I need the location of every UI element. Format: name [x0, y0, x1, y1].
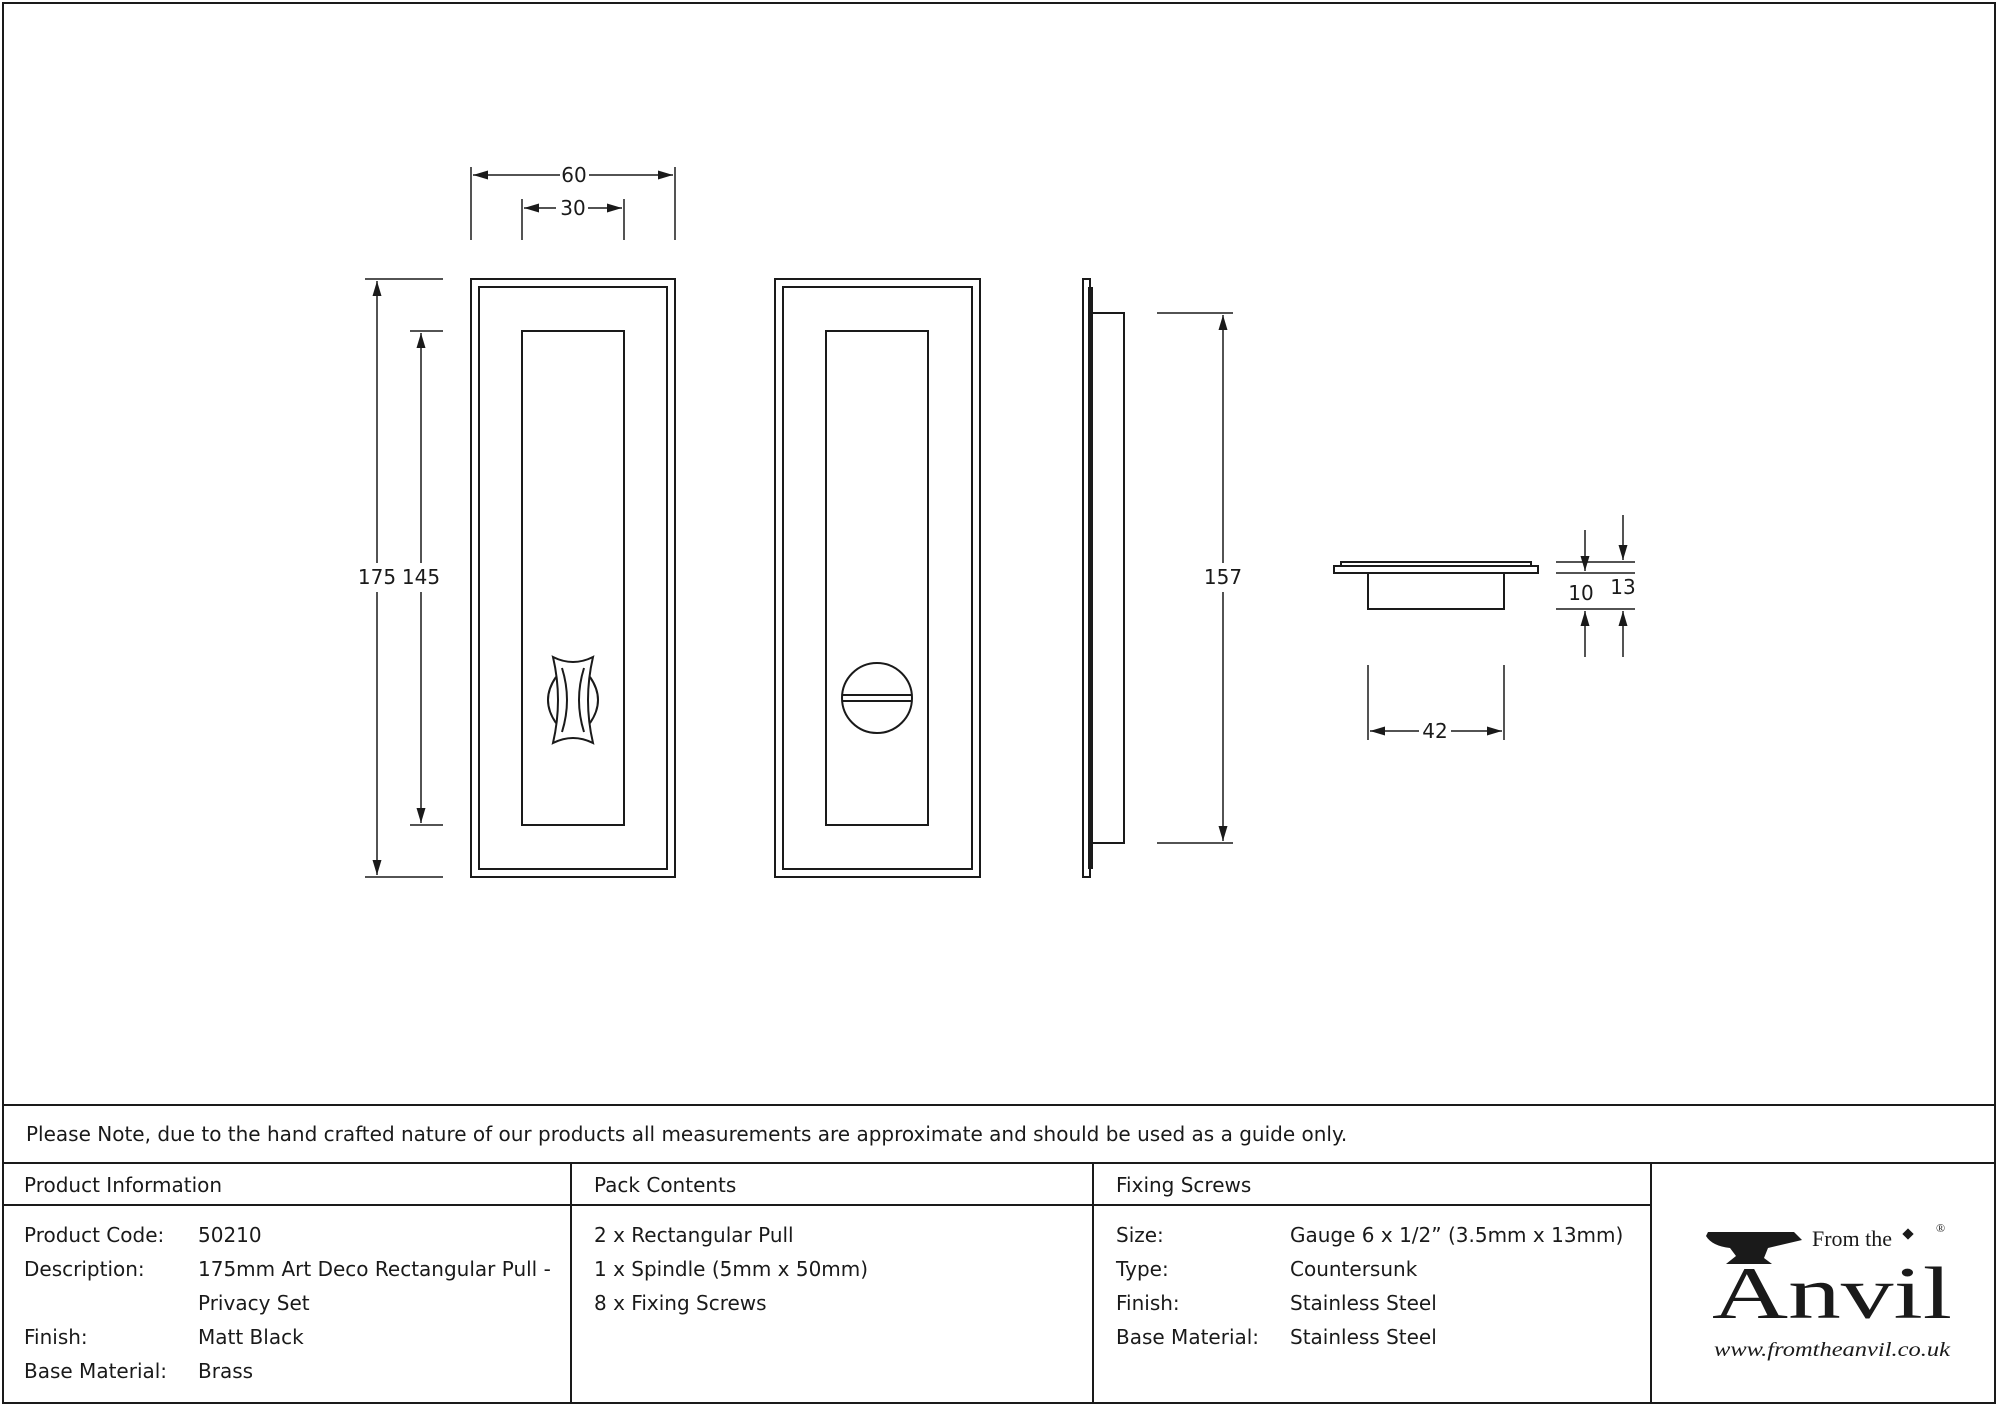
logo-brand: Anvil [1712, 1253, 1952, 1335]
dim-height-outer: 175 [358, 565, 396, 589]
info-label: Finish: [24, 1325, 88, 1349]
measurement-note: Please Note, due to the hand crafted nat… [2, 1104, 1996, 1164]
screw-label: Base Material: [1116, 1325, 1260, 1349]
screw-row: Base Material: Stainless Steel [1116, 1320, 1650, 1354]
anvil-icon [1706, 1232, 1802, 1264]
front-view-turn [470, 278, 676, 878]
screw-label: Finish: [1116, 1291, 1180, 1315]
anvil-logo: From the ® Anvil www.fromtheanvil.co.uk [1706, 1221, 1952, 1361]
screw-value: Stainless Steel [1290, 1325, 1437, 1349]
screw-value: Countersunk [1290, 1257, 1418, 1281]
screw-row: Size: Gauge 6 x 1/2” (3.5mm x 13mm) [1116, 1218, 1650, 1252]
info-label: Base Material: [24, 1359, 168, 1383]
dim-width-inner: 30 [560, 196, 585, 220]
logo-url: www.fromtheanvil.co.uk [1714, 1339, 1951, 1361]
side-view [1082, 278, 1125, 878]
pack-contents-column: Pack Contents 2 x Rectangular Pull 1 x S… [572, 1164, 1094, 1404]
pack-item: 1 x Spindle (5mm x 50mm) [594, 1257, 869, 1281]
dim-side-height: 157 [1204, 565, 1242, 589]
fixing-screws-heading: Fixing Screws [1094, 1164, 1650, 1206]
product-info-column: Product Information Product Code: 50210 D… [2, 1164, 572, 1404]
info-row: Base Material: Brass [24, 1354, 570, 1388]
info-label: Description: [24, 1257, 145, 1281]
info-row: Privacy Set [24, 1286, 570, 1320]
screw-value: Gauge 6 x 1/2” (3.5mm x 13mm) [1290, 1223, 1624, 1247]
screw-label: Type: [1116, 1257, 1169, 1281]
product-info-heading: Product Information [2, 1164, 570, 1206]
screw-label: Size: [1116, 1223, 1164, 1247]
logo-from-the: From the [1812, 1226, 1892, 1251]
diamond-icon [1902, 1228, 1914, 1240]
back-view-release [774, 278, 981, 878]
info-value: 175mm Art Deco Rectangular Pull - [198, 1257, 551, 1281]
end-view [1333, 561, 1539, 610]
pack-item: 8 x Fixing Screws [594, 1291, 767, 1315]
info-value: 50210 [198, 1223, 262, 1247]
emergency-release-icon [841, 662, 913, 734]
info-row: Description: 175mm Art Deco Rectangular P… [24, 1252, 570, 1286]
pack-item: 2 x Rectangular Pull [594, 1223, 794, 1247]
info-label [24, 1286, 198, 1320]
info-label: Product Code: [24, 1223, 165, 1247]
dimension-lines [365, 167, 1635, 878]
logo-registered: ® [1936, 1221, 1945, 1235]
dim-width-outer: 60 [561, 163, 586, 187]
info-value: Privacy Set [198, 1291, 310, 1315]
dim-height-inner: 145 [402, 565, 440, 589]
info-value: Matt Black [198, 1325, 304, 1349]
dim-body-width: 42 [1422, 719, 1447, 743]
fixing-screws-column: Fixing Screws Size: Gauge 6 x 1/2” (3.5mm… [1094, 1164, 1652, 1404]
screw-row: Finish: Stainless Steel [1116, 1286, 1650, 1320]
pack-contents-heading: Pack Contents [572, 1164, 1092, 1206]
info-value: Brass [198, 1359, 254, 1383]
thumb-turn-icon [551, 655, 595, 745]
dim-depth-total: 13 [1610, 575, 1635, 599]
screw-row: Type: Countersunk [1116, 1252, 1650, 1286]
technical-drawing: 60 30 175 145 157 10 13 42 [358, 163, 1636, 878]
screw-value: Stainless Steel [1290, 1291, 1437, 1315]
info-table: Product Information Product Code: 50210 D… [2, 1162, 1996, 1404]
dim-depth-body: 10 [1568, 581, 1593, 605]
info-row: Finish: Matt Black [24, 1320, 570, 1354]
info-row: Product Code: 50210 [24, 1218, 570, 1252]
